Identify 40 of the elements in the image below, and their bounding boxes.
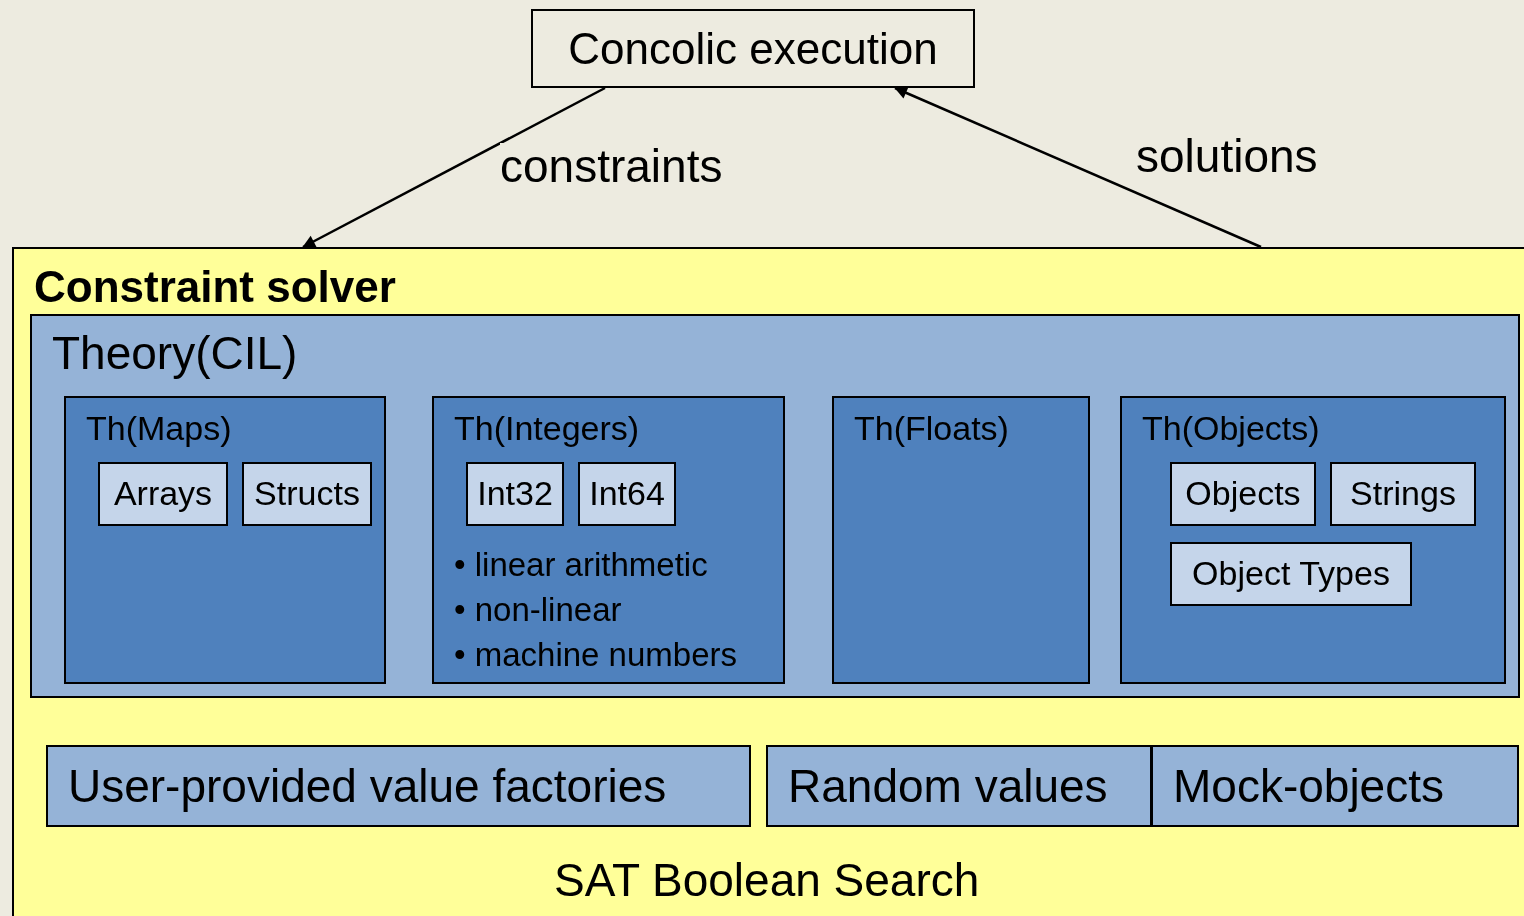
box-label: Int64 [588,475,666,513]
type-box [242,462,372,526]
arrow [302,86,606,249]
type-box [1170,542,1412,606]
process-box [531,9,975,88]
component-box [1151,745,1519,827]
box-label: Structs [253,475,361,513]
component-box [46,745,751,827]
component-box [766,745,1152,827]
box-label: Random values [788,760,1108,812]
bullet-item: • non-linear [454,590,623,630]
box-label: Arrays [112,475,214,513]
footer-label: SAT Boolean Search [554,855,980,906]
box-label: Object Types [1191,555,1391,593]
theory-box [64,396,386,684]
box-label: Strings [1349,475,1457,513]
arrow [894,86,1262,249]
type-box [578,462,676,526]
box-label: Concolic execution [567,24,939,73]
box-label: Objects [1184,475,1302,513]
box-label: Int32 [476,475,554,513]
type-box [1330,462,1476,526]
box-label: Theory(CIL) [52,328,298,379]
theory-box [832,396,1090,684]
type-box [98,462,228,526]
box-label: User-provided value factories [68,760,667,812]
box-label: Mock-objects [1173,760,1444,812]
box-label: Th(Maps) [86,410,232,448]
solver-panel [12,247,1524,916]
theory-box [1120,396,1506,684]
theory-box [432,396,785,684]
box-label: Th(Floats) [854,410,1009,448]
panel-title: Constraint solver [34,263,396,312]
box-label: Th(Objects) [1142,410,1320,448]
type-box [1170,462,1316,526]
type-box [466,462,564,526]
bullet-item: • machine numbers [454,635,737,675]
theory-panel [30,314,1520,698]
box-label: Th(Integers) [454,410,640,448]
bullet-item: • linear arithmetic [454,545,709,585]
